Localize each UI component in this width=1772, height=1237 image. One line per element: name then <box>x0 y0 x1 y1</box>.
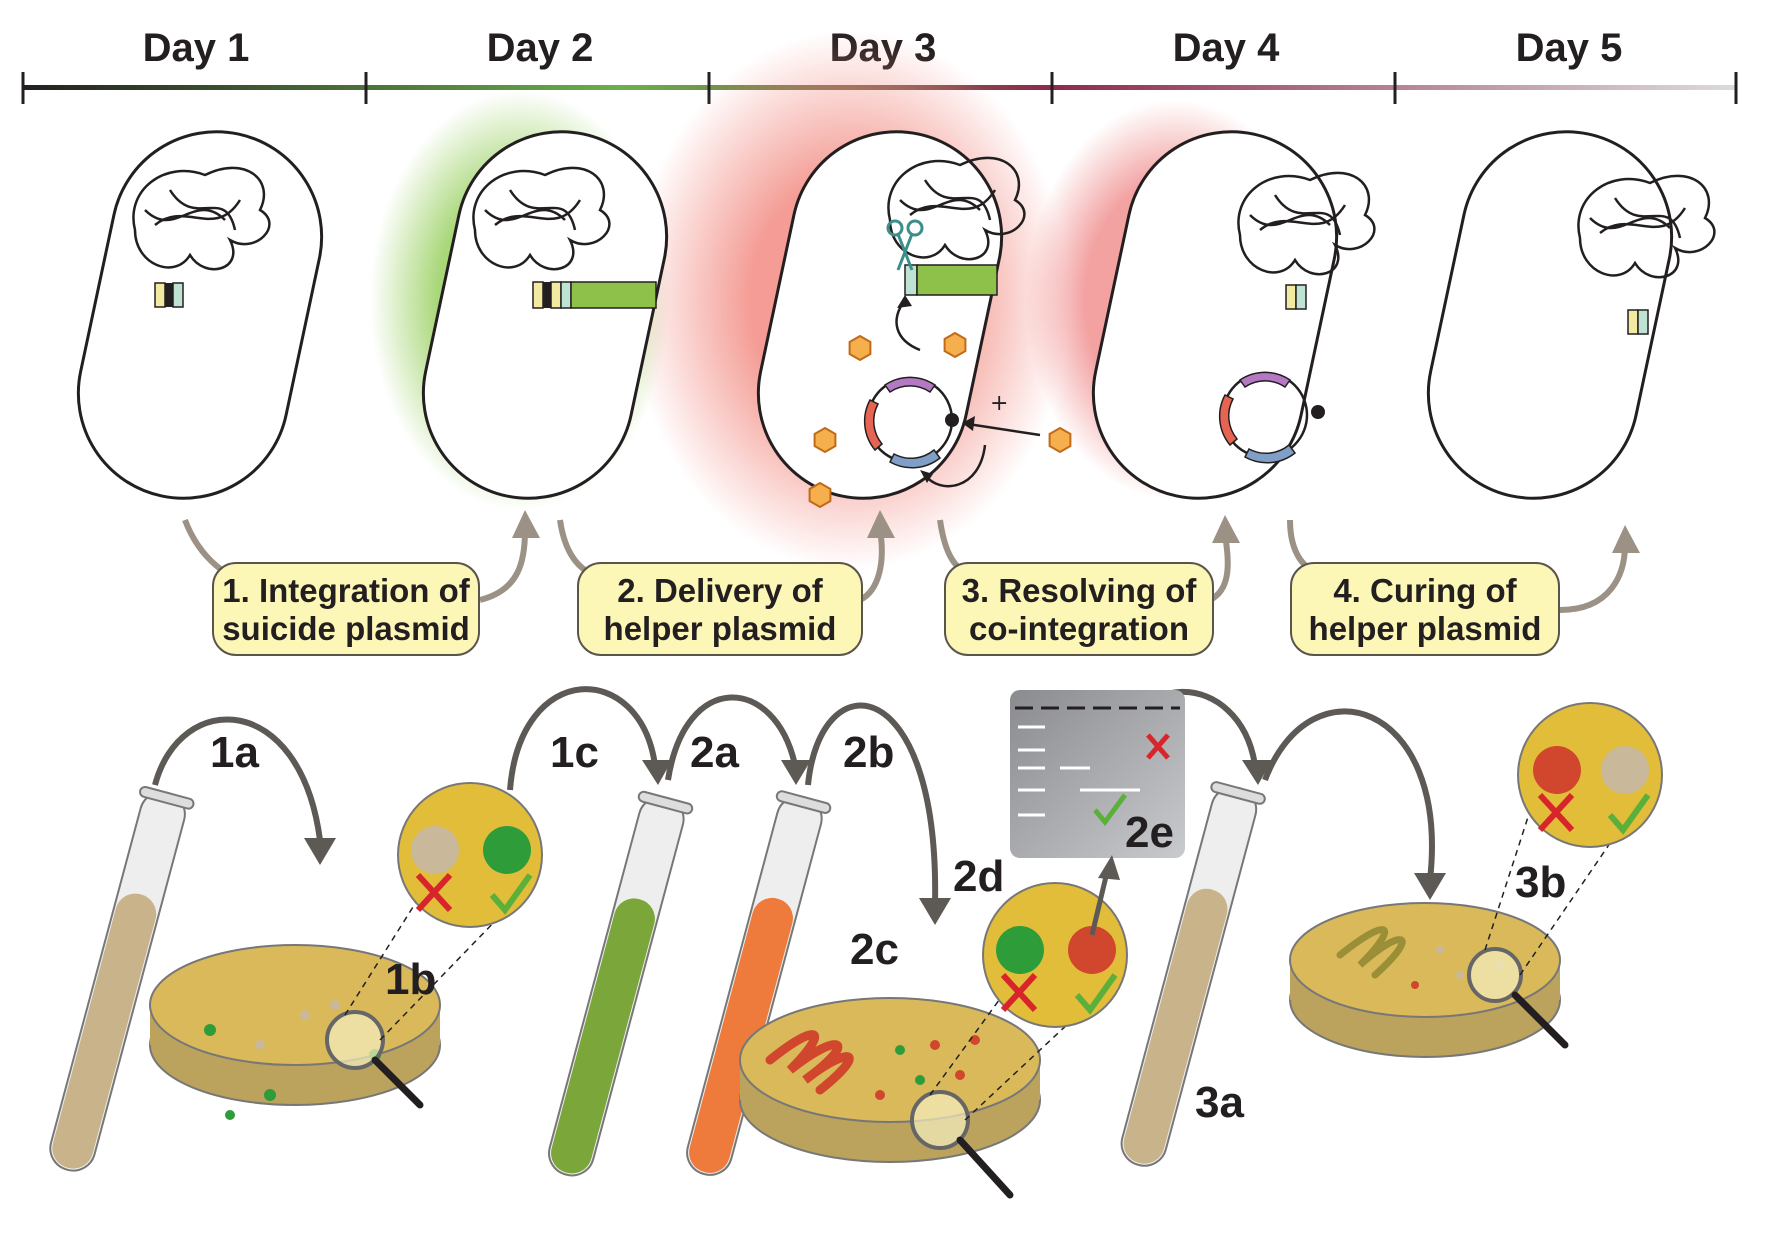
step-2-line2: helper plasmid <box>603 610 837 647</box>
lab-arrowheads <box>304 760 1446 925</box>
label-2d: 2d <box>953 852 1005 901</box>
day-5-label: Day 5 <box>1515 26 1623 70</box>
check-icon <box>489 873 533 915</box>
step-3-line1: 3. Resolving of <box>961 572 1197 609</box>
cross-icon <box>1146 733 1170 760</box>
step-4-box: 4. Curing of helper plasmid <box>1290 562 1560 656</box>
zoom-circle-1b <box>397 782 543 928</box>
label-2a: 2a <box>690 728 739 777</box>
tube-1 <box>49 785 195 1172</box>
label-3a: 3a <box>1195 1078 1244 1127</box>
cross-icon <box>1000 972 1038 1013</box>
zoom-circle-3b <box>1517 702 1663 848</box>
scissors-icon <box>886 219 924 271</box>
magnifier-icon <box>1467 947 1569 1049</box>
gel-2e <box>1010 690 1185 936</box>
step-1-line2: suicide plasmid <box>222 610 470 647</box>
magnifier-icon <box>910 1090 1014 1199</box>
cell-day-1 <box>76 130 324 500</box>
step-2-line1: 2. Delivery of <box>617 572 823 609</box>
check-icon <box>1074 973 1118 1015</box>
plasmid-plus-sign: + <box>990 391 1008 416</box>
cross-icon <box>1537 792 1575 833</box>
label-1b: 1b <box>385 955 437 1004</box>
plate-2c <box>739 997 1041 1163</box>
label-2b: 2b <box>843 728 895 777</box>
cell-day-4 <box>1091 130 1376 500</box>
step-1-line1: 1. Integration of <box>222 572 470 609</box>
step-3-box: 3. Resolving of co-integration <box>944 562 1214 656</box>
magnifier-icon <box>325 1010 424 1109</box>
cell-day-5 <box>1426 130 1716 500</box>
label-2e: 2e <box>1125 808 1174 857</box>
label-3b: 3b <box>1515 858 1567 907</box>
cell-day-3: + <box>756 130 1072 508</box>
zoom-circle-2d <box>982 882 1128 1028</box>
step-4-line1: 4. Curing of <box>1333 572 1517 609</box>
label-1c: 1c <box>550 728 599 777</box>
label-2c: 2c <box>850 925 899 974</box>
cross-icon <box>415 872 453 913</box>
tube-green <box>548 790 694 1177</box>
step-1-box: 1. Integration of suicide plasmid <box>212 562 480 656</box>
check-icon <box>1607 793 1651 835</box>
lab-arrows <box>152 686 1435 906</box>
check-icon <box>1093 793 1128 827</box>
label-1a: 1a <box>210 728 259 777</box>
step-3-line2: co-integration <box>969 610 1189 647</box>
cell-day-2 <box>421 130 669 500</box>
day-1-label: Day 1 <box>142 26 250 70</box>
day-2-label: Day 2 <box>486 26 594 70</box>
step-4-line2: helper plasmid <box>1308 610 1542 647</box>
day-4-label: Day 4 <box>1172 26 1280 70</box>
tube-3a <box>1120 781 1266 1167</box>
tube-orange <box>686 790 832 1176</box>
step-arrowheads <box>512 510 1640 553</box>
step-2-box: 2. Delivery of helper plasmid <box>577 562 863 656</box>
